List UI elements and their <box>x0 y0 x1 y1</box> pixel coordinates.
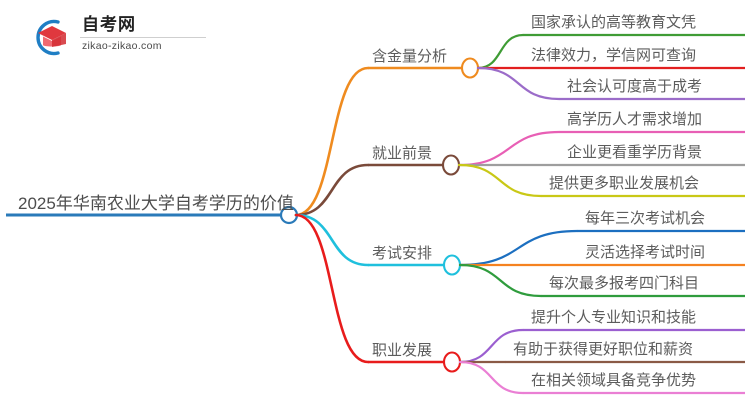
leaf-label-2-1: 高学历人才需求增加 <box>567 111 703 128</box>
branch-trunk <box>294 163 370 217</box>
branch-label-1: 含金量分析 <box>372 48 448 65</box>
branch-node-1[interactable] <box>460 57 480 79</box>
leaf-label-4-1: 提升个人专业知识和技能 <box>531 309 697 326</box>
branch-trunk <box>294 213 370 364</box>
leaf-connector <box>458 263 543 298</box>
leaf-label-1-2: 法律效力，学信网可查询 <box>531 47 697 64</box>
branch-trunk <box>294 66 370 217</box>
leaf-connector <box>457 130 561 167</box>
leaf-label-4-2: 有助于获得更好职位和薪资 <box>513 341 694 358</box>
leaf-label-1-1: 国家承认的高等教育文凭 <box>531 14 697 31</box>
branch-trunk <box>294 213 370 267</box>
branch-label-3: 考试安排 <box>372 245 433 262</box>
leaf-label-3-1: 每年三次考试机会 <box>585 210 706 227</box>
leaf-label-4-3: 在相关领域具备竞争优势 <box>531 372 697 389</box>
logo-text: 自考网 zikao-zikao.com <box>80 14 208 53</box>
branch-node-3[interactable] <box>442 254 462 276</box>
branch-node-2[interactable] <box>441 154 461 176</box>
leaf-label-2-2: 企业更看重学历背景 <box>567 144 703 161</box>
leaf-label-3-2: 灵活选择考试时间 <box>585 244 706 261</box>
graduation-cap-icon <box>36 19 66 56</box>
branch-label-4: 职业发展 <box>372 342 433 359</box>
leaf-connector <box>458 360 525 395</box>
logo-divider <box>80 37 206 38</box>
site-logo: 自考网 zikao-zikao.com <box>28 14 208 60</box>
root-label: 2025年华南农业大学自考学历的价值 <box>18 194 294 213</box>
leaf-label-1-3: 社会认可度高于成考 <box>567 78 703 95</box>
leaf-connector <box>457 163 543 198</box>
leaf-connector <box>476 33 525 70</box>
logo-domain: zikao-zikao.com <box>82 40 162 52</box>
leaf-label-3-3: 每次最多报考四门科目 <box>549 275 700 292</box>
logo-title: 自考网 <box>82 15 136 34</box>
branch-node-4[interactable] <box>442 351 462 373</box>
leaf-label-2-3: 提供更多职业发展机会 <box>549 175 700 192</box>
leaf-connector <box>476 66 561 101</box>
leaf-connector <box>458 229 579 267</box>
branch-label-2: 就业前景 <box>372 145 433 162</box>
